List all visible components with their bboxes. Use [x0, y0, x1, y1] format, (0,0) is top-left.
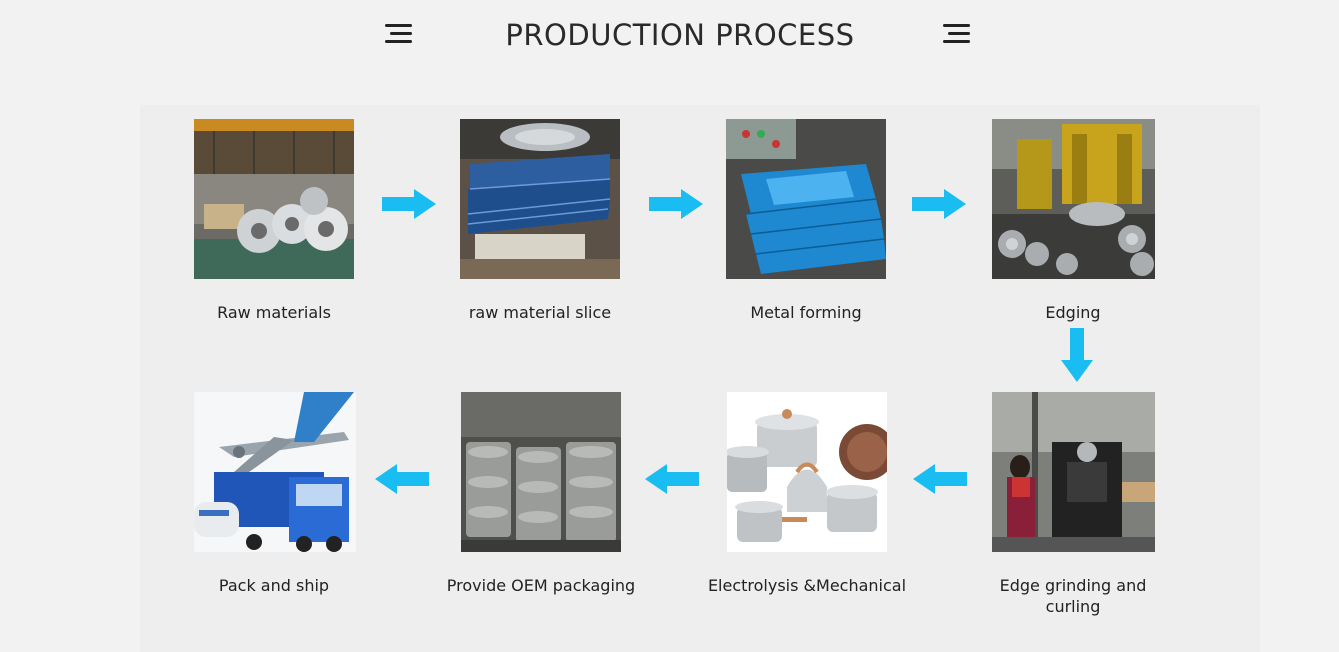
arrow-down-icon [1061, 328, 1093, 382]
formed-metal-photo [726, 119, 886, 279]
grinding-machine-photo [992, 392, 1155, 552]
menu-icon-right[interactable] [940, 22, 970, 46]
menu-icon-left[interactable] [382, 22, 412, 46]
arrow-left-icon [375, 464, 429, 494]
arrow-right-icon [382, 189, 436, 219]
step-label-edge-grinding-and-curling: Edge grinding and curling [999, 576, 1147, 616]
packaged-pots-photo [461, 392, 621, 552]
step-label-raw-materials: Raw materials [217, 303, 331, 322]
step-label-provide-oem-packaging: Provide OEM packaging [446, 576, 636, 595]
step-label-edging: Edging [1045, 303, 1101, 322]
step-label-metal-forming: Metal forming [750, 303, 862, 322]
arrow-right-icon [649, 189, 703, 219]
cookware-set-photo [727, 392, 887, 552]
edging-press-photo [992, 119, 1155, 279]
page-title: PRODUCTION PROCESS [505, 18, 855, 52]
step-label-raw-material-slice: raw material slice [468, 303, 612, 322]
step-label-pack-and-ship: Pack and ship [218, 576, 330, 595]
steel-coils-photo [194, 119, 354, 279]
step-label-electrolysis-mechanical: Electrolysis &Mechanical [707, 576, 907, 595]
airplane-truck-photo [194, 392, 356, 552]
arrow-right-icon [912, 189, 966, 219]
arrow-left-icon [913, 464, 967, 494]
metal-sheets-photo [460, 119, 620, 279]
arrow-left-icon [645, 464, 699, 494]
